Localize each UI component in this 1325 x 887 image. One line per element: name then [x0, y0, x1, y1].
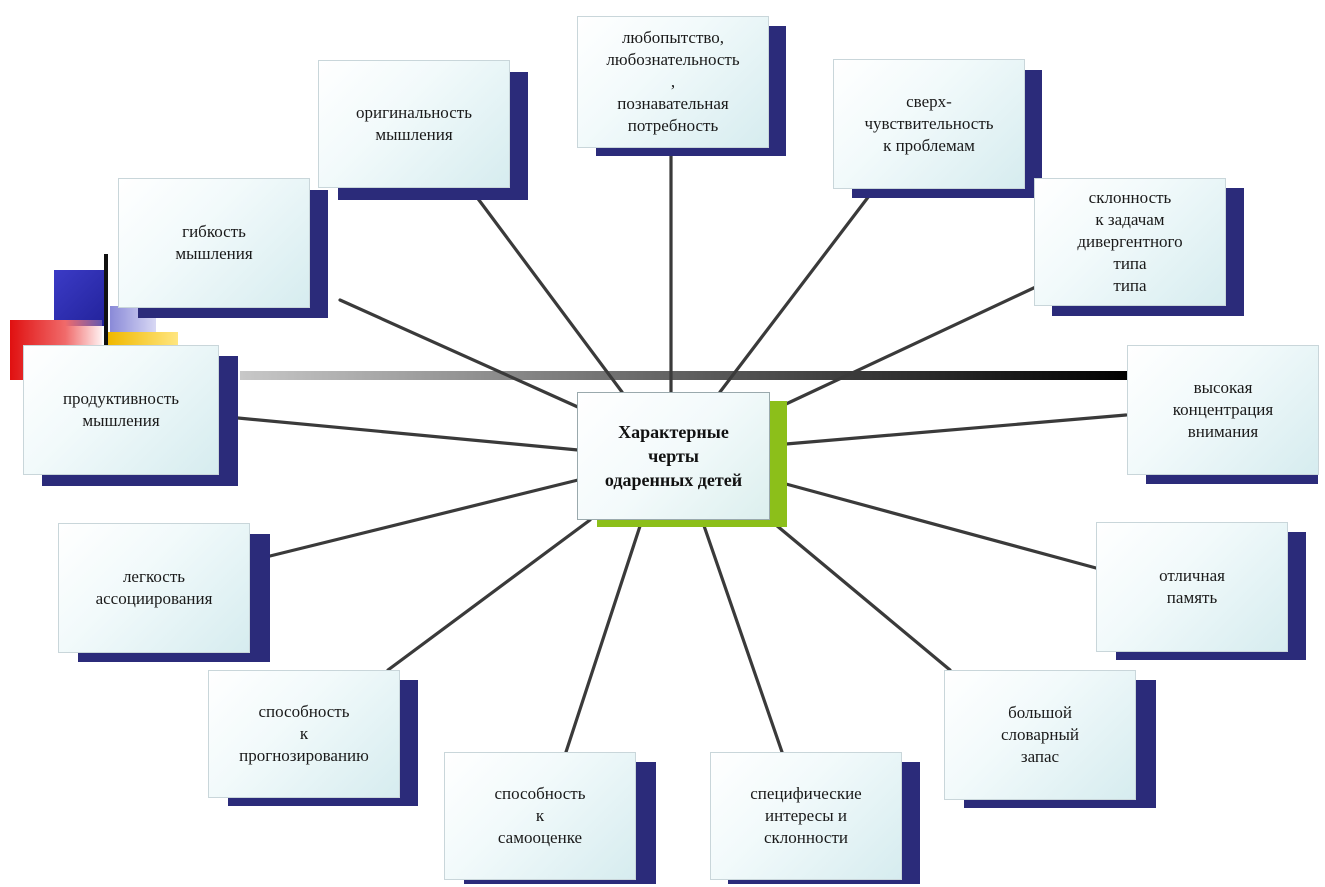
- node-label: гибкость мышления: [175, 222, 253, 263]
- node-curiosity: любопытство, любознательность , познават…: [577, 16, 769, 148]
- connector-flexibility: [338, 298, 582, 410]
- node-interests: специфические интересы и склонности: [710, 752, 902, 880]
- decor-vertical-bar: [104, 254, 108, 352]
- connector-association: [268, 478, 580, 558]
- node-label: отличная память: [1159, 566, 1225, 607]
- decor-blue-square: [54, 270, 106, 326]
- node-label: склонность к задачам дивергентного типа …: [1077, 188, 1183, 295]
- node-label: любопытство, любознательность , познават…: [606, 28, 740, 135]
- node-association: легкость ассоциирования: [58, 523, 250, 653]
- node-label: сверх- чувствительность к проблемам: [864, 92, 994, 155]
- node-label: способность к прогнозированию: [239, 702, 369, 765]
- connector-self-assessment: [564, 518, 644, 754]
- node-memory: отличная память: [1096, 522, 1288, 652]
- node-productivity: продуктивность мышления: [23, 345, 219, 475]
- horizontal-divider-bar: [240, 371, 1130, 380]
- connector-vocabulary: [768, 518, 952, 672]
- center-node: Характерные черты одаренных детей: [577, 392, 770, 520]
- node-vocabulary: большой словарный запас: [944, 670, 1136, 800]
- center-node-label: Характерные черты одаренных детей: [604, 422, 743, 490]
- node-concentration: высокая концентрация внимания: [1127, 345, 1319, 475]
- node-label: оригинальность мышления: [356, 103, 472, 144]
- connector-forecasting: [386, 518, 592, 672]
- connector-productivity: [236, 416, 580, 452]
- node-label: легкость ассоциирования: [95, 567, 213, 608]
- node-flexibility: гибкость мышления: [118, 178, 310, 308]
- node-label: специфические интересы и склонности: [750, 784, 862, 847]
- node-divergent: склонность к задачам дивергентного типа …: [1034, 178, 1226, 306]
- node-label: большой словарный запас: [1001, 703, 1079, 766]
- connector-divergent: [784, 283, 1042, 406]
- node-label: высокая концентрация внимания: [1172, 378, 1274, 441]
- node-originality: оригинальность мышления: [318, 60, 510, 188]
- connector-sensitivity: [718, 190, 874, 394]
- node-label: способность к самооценке: [494, 784, 586, 847]
- node-self-assessment: способность к самооценке: [444, 752, 636, 880]
- connector-memory: [784, 482, 1098, 570]
- node-label: продуктивность мышления: [62, 389, 180, 430]
- connector-originality: [468, 186, 624, 394]
- connector-interests: [700, 518, 784, 754]
- node-forecasting: способность к прогнозированию: [208, 670, 400, 798]
- connector-concentration: [784, 413, 1128, 446]
- node-sensitivity: сверх- чувствительность к проблемам: [833, 59, 1025, 189]
